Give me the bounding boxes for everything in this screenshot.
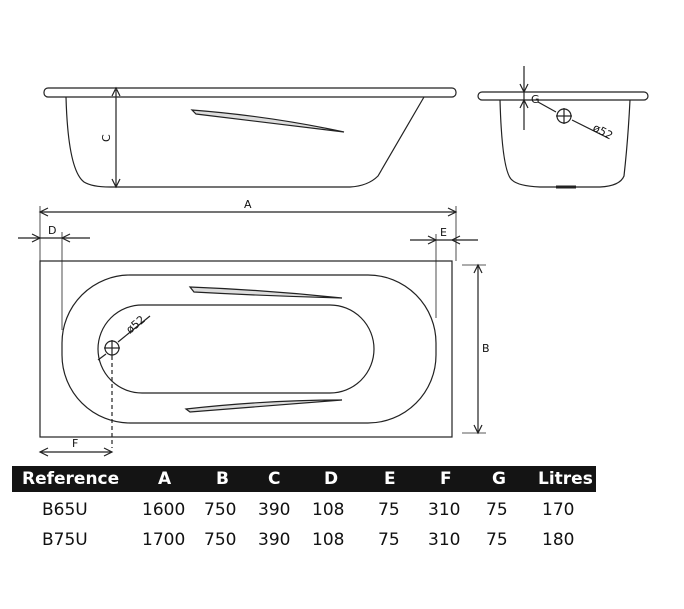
plan-inner-basin	[61, 274, 437, 424]
cell-c: 390	[258, 530, 291, 550]
cell-d: 108	[312, 500, 345, 520]
cell-reference: B75U	[42, 530, 88, 550]
bathtub-technical-drawing: C G A D E B F ø52 ø52	[18, 66, 649, 457]
plan-waste-outlet	[97, 315, 151, 448]
side-elevation-view	[43, 86, 457, 189]
label-dim-g: G	[531, 93, 540, 106]
cell-b: 750	[204, 500, 237, 520]
cell-litres: 180	[542, 530, 575, 550]
cell-f: 310	[428, 500, 461, 520]
header-litres: Litres	[538, 469, 593, 489]
cell-a: 1600	[142, 500, 186, 520]
cell-b: 750	[204, 530, 237, 550]
cell-e: 75	[378, 500, 400, 520]
cell-f: 310	[428, 530, 461, 550]
label-waste-side: ø52	[591, 121, 615, 142]
cell-d: 108	[312, 530, 345, 550]
header-a: A	[158, 469, 172, 489]
cell-litres: 170	[542, 500, 575, 520]
plan-highlight-bottom	[184, 399, 343, 413]
header-reference: Reference	[22, 469, 120, 489]
cell-e: 75	[378, 530, 400, 550]
cell-g: 75	[486, 530, 508, 550]
plan-view	[18, 206, 486, 457]
header-g: G	[492, 469, 506, 489]
end-tub-body	[499, 99, 631, 188]
label-dim-b: B	[482, 342, 490, 355]
cell-c: 390	[258, 500, 291, 520]
label-dim-f: F	[72, 437, 78, 450]
plan-basin-floor	[97, 304, 375, 394]
cell-a: 1700	[142, 530, 186, 550]
side-rim	[43, 87, 457, 98]
side-tub-body	[65, 96, 425, 188]
header-f: F	[440, 469, 452, 489]
table-row: B75U 1700 750 390 108 75 310 75 180	[12, 528, 596, 556]
label-dim-c: C	[100, 134, 113, 142]
label-dim-e: E	[440, 226, 447, 239]
cell-g: 75	[486, 500, 508, 520]
header-d: D	[324, 469, 339, 489]
table-header: Reference A B C D E F G Litres	[12, 466, 596, 492]
plan-outer-rim	[39, 260, 453, 438]
label-waste-top: ø52	[124, 313, 148, 336]
end-elevation-view	[477, 66, 649, 189]
side-highlight-stroke	[190, 109, 345, 133]
plan-highlight-top	[188, 286, 343, 299]
label-dim-d: D	[48, 224, 56, 237]
table-row: B65U 1600 750 390 108 75 310 75 170	[12, 498, 596, 526]
cell-reference: B65U	[42, 500, 88, 520]
header-b: B	[216, 469, 229, 489]
header-c: C	[268, 469, 281, 489]
header-e: E	[384, 469, 396, 489]
end-waste-outlet	[537, 101, 609, 139]
label-dim-a: A	[244, 198, 252, 211]
end-rim	[477, 91, 649, 101]
